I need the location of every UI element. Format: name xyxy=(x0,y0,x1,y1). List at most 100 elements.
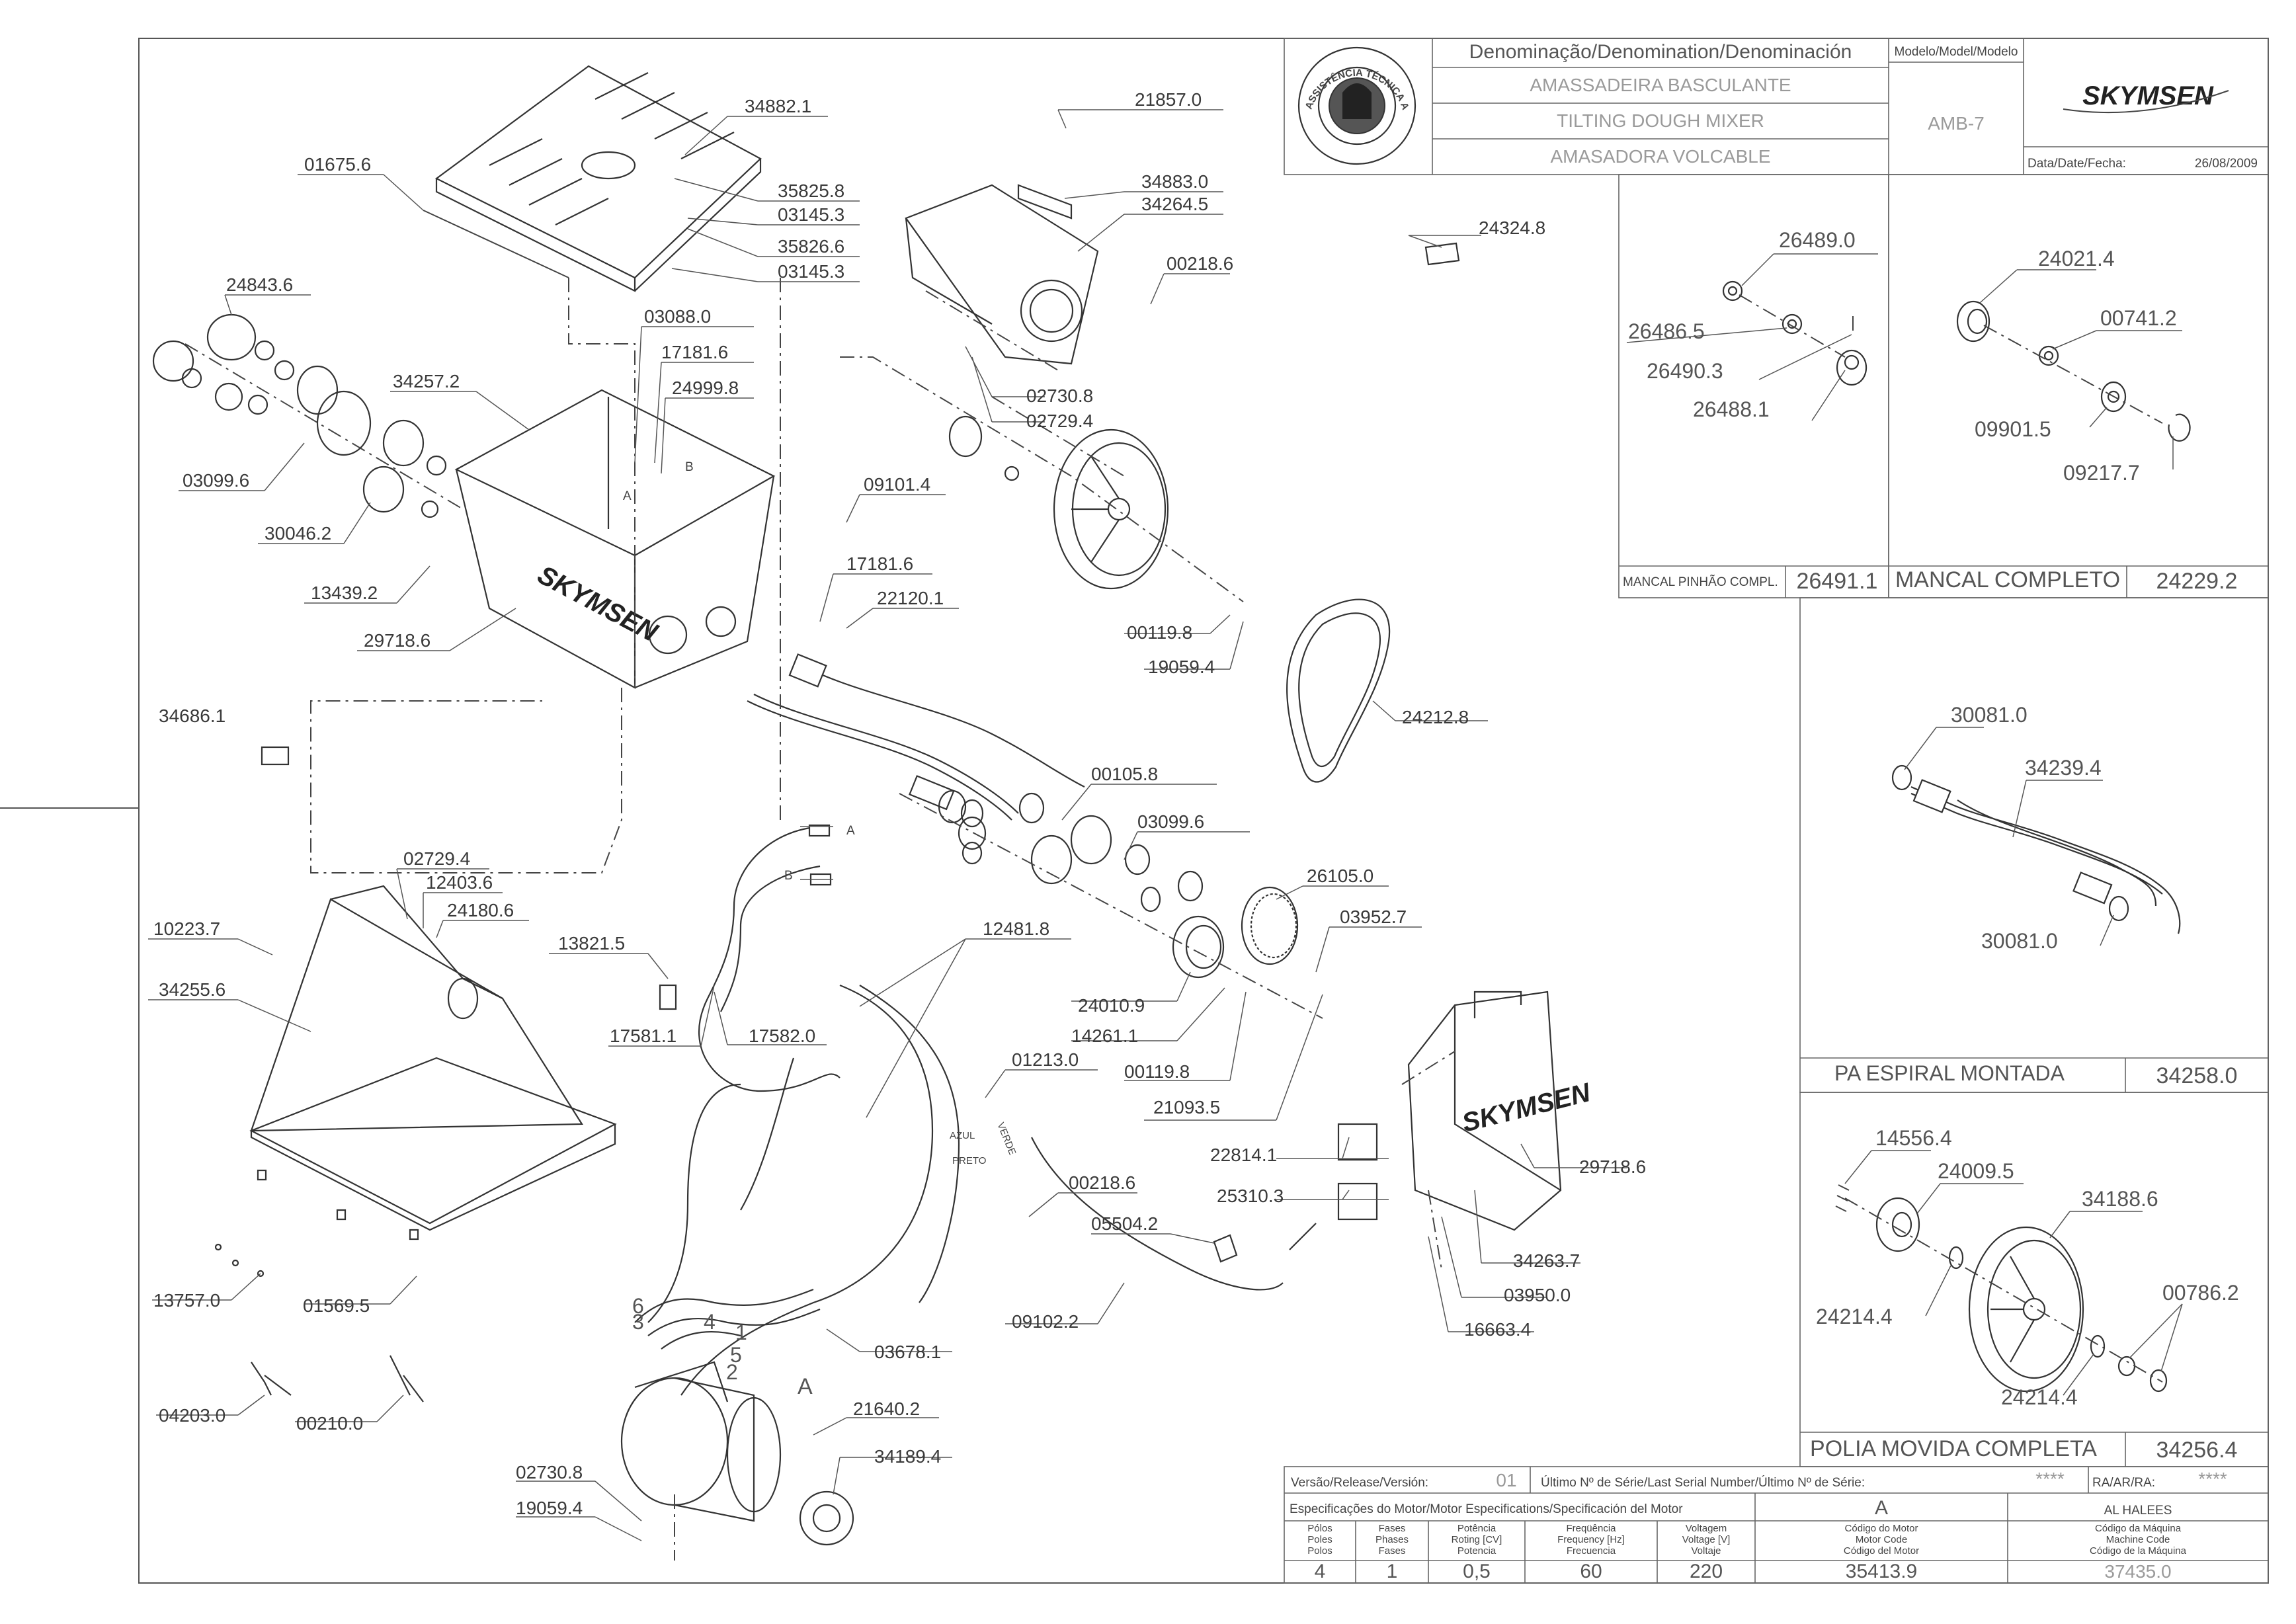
part-label: 34883.0 xyxy=(1141,171,1208,192)
part-label: 25310.3 xyxy=(1217,1186,1284,1206)
belt-guard-bracket xyxy=(905,184,1099,365)
wire-number-5: 5 xyxy=(730,1343,742,1367)
part-labels: 34882.1 01675.6 35825.8 03145.3 35826.6 … xyxy=(153,89,1646,1518)
part-label: 17181.6 xyxy=(846,553,913,574)
val-motor-code: 35413.9 xyxy=(1846,1561,1917,1582)
part-label: 00119.8 xyxy=(1127,622,1192,643)
motor-spec-table: Versão/Release/Versión: 01 Último Nº de … xyxy=(1284,1466,2269,1584)
wire-azul: AZUL xyxy=(950,1130,975,1141)
part-label: 01569.5 xyxy=(303,1295,370,1316)
part-label: 02730.8 xyxy=(1026,386,1093,406)
mancal-completo-drawing xyxy=(1956,269,2191,469)
label-34686 xyxy=(261,746,290,766)
sub-part-26490: 26490.3 xyxy=(1647,359,1723,383)
sub-part-30081-top: 30081.0 xyxy=(1951,703,2028,727)
part-label: 35825.8 xyxy=(778,181,844,201)
wire-number-6: 6 xyxy=(632,1294,644,1318)
hdr-motor-code-3: Código del Motor xyxy=(1844,1545,1919,1557)
name-portuguese: AMASSADEIRA BASCULANTE xyxy=(1530,75,1791,95)
part-label: 22120.1 xyxy=(877,588,944,608)
part-label: 22814.1 xyxy=(1210,1145,1277,1165)
part-label: 02730.8 xyxy=(516,1462,583,1482)
part-label: 21093.5 xyxy=(1153,1097,1220,1117)
part-label: 17582.0 xyxy=(749,1026,815,1046)
left-shaft-parts xyxy=(152,313,447,518)
label-sticker-2 xyxy=(1337,1182,1378,1221)
housing-logo: SKYMSEN xyxy=(533,560,663,647)
part-label: 29718.6 xyxy=(1579,1157,1646,1177)
part-label: 03088.0 xyxy=(644,306,711,327)
part-label: 00210.0 xyxy=(296,1413,363,1434)
hdr-frequency-2: Frequency [Hz] xyxy=(1557,1534,1625,1545)
hdr-phases-3: Fases xyxy=(1379,1545,1406,1557)
top-cover xyxy=(434,65,762,292)
val-poles: 4 xyxy=(1315,1561,1326,1582)
sub-part-26488: 26488.1 xyxy=(1693,397,1770,421)
hdr-poles-2: Poles xyxy=(1307,1534,1332,1545)
sub-part-14556: 14556.4 xyxy=(1875,1126,1952,1150)
part-label: 03678.1 xyxy=(874,1342,941,1362)
pa-espiral-drawing xyxy=(1891,727,2181,946)
date-label: Data/Date/Fecha: xyxy=(2028,157,2126,171)
part-label: 03950.0 xyxy=(1504,1285,1571,1305)
part-label: 34189.4 xyxy=(874,1446,941,1467)
loose-hardware xyxy=(214,1243,424,1402)
column-a: A xyxy=(1875,1497,1888,1519)
pa-espiral-code: 34258.0 xyxy=(2156,1063,2238,1088)
part-label: 10223.7 xyxy=(153,918,220,939)
hdr-machine-code-3: Código de la Máquina xyxy=(2090,1545,2187,1557)
denomination-header: Denominação/Denomination/Denominación xyxy=(1469,41,1852,63)
part-label: 12403.6 xyxy=(426,872,493,893)
wire-number-4: 4 xyxy=(704,1310,716,1334)
part-label: 02729.4 xyxy=(403,848,470,869)
spiral-hook xyxy=(747,653,1085,821)
brand-logo: SKYMSEN xyxy=(2063,81,2229,114)
belt xyxy=(1286,598,1391,783)
part-label: 24010.9 xyxy=(1078,995,1145,1016)
motor-marker-a: A xyxy=(798,1374,813,1399)
motor-cover: SKYMSEN xyxy=(1407,991,1594,1231)
part-label: 21857.0 xyxy=(1135,89,1202,110)
sub-part-24214-right: 24214.4 xyxy=(2001,1385,2078,1409)
part-label: 34257.2 xyxy=(393,371,460,391)
name-spanish: AMASADORA VOLCABLE xyxy=(1550,146,1770,167)
val-frequency: 60 xyxy=(1580,1561,1602,1582)
motor-headers: Pólos Poles Polos Fases Phases Fases Pot… xyxy=(1307,1523,2186,1557)
date-value: 26/08/2009 xyxy=(2195,157,2258,171)
part-label: 19059.4 xyxy=(1148,657,1215,677)
part-label: 04203.0 xyxy=(159,1405,226,1426)
hdr-poles-1: Pólos xyxy=(1307,1523,1332,1534)
part-label: 30046.2 xyxy=(265,523,331,544)
part-label: 01213.0 xyxy=(1012,1049,1079,1070)
title-block: ASSISTÊNCIA TÉCNICA AUTORIZADA Denominaç… xyxy=(0,0,2269,175)
part-label: 34255.6 xyxy=(159,979,226,1000)
part-label: 24999.8 xyxy=(672,378,739,398)
wiring-harness xyxy=(634,824,1317,1396)
name-english: TILTING DOUGH MIXER xyxy=(1557,110,1764,131)
label-24324 xyxy=(1424,242,1460,266)
ra-value: **** xyxy=(2198,1469,2227,1489)
wire-number-2: 2 xyxy=(726,1360,738,1384)
marker-b-harness: B xyxy=(784,869,793,883)
part-label: 12481.8 xyxy=(983,918,1049,939)
wire-number-1: 1 xyxy=(735,1320,747,1344)
serial-value: **** xyxy=(2035,1469,2065,1489)
sub-part-24009: 24009.5 xyxy=(1938,1159,2014,1183)
part-label: 03099.6 xyxy=(183,470,249,491)
ra-label: RA/AR/RA: xyxy=(2092,1476,2155,1490)
version-value: 01 xyxy=(1496,1470,1516,1490)
version-label: Versão/Release/Versión: xyxy=(1291,1476,1428,1490)
part-label: 00218.6 xyxy=(1069,1172,1135,1193)
hdr-voltage-3: Voltaje xyxy=(1691,1545,1721,1557)
mancal-completo-label: MANCAL COMPLETO xyxy=(1895,567,2120,592)
part-label: 16663.4 xyxy=(1464,1319,1531,1340)
hdr-power-1: Potência xyxy=(1457,1523,1496,1534)
part-label: 13821.5 xyxy=(558,933,625,954)
part-label: 24324.8 xyxy=(1479,218,1545,238)
part-label: 17181.6 xyxy=(661,342,728,362)
part-label: 13439.2 xyxy=(311,583,378,603)
hdr-frequency-1: Freqüência xyxy=(1566,1523,1616,1534)
part-label: 00105.8 xyxy=(1091,764,1158,784)
hdr-motor-code-2: Motor Code xyxy=(1856,1534,1907,1545)
